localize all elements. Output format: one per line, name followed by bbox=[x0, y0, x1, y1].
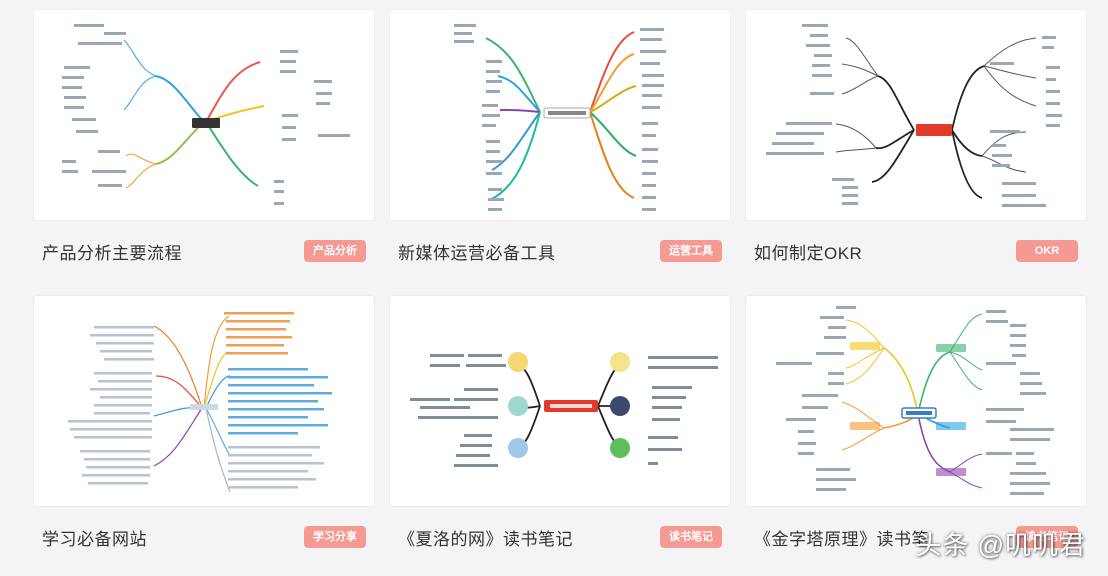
mindmap-thumbnail[interactable] bbox=[34, 10, 374, 220]
mindmap-thumbnail[interactable] bbox=[390, 10, 730, 220]
card-title[interactable]: 《金字塔原理》读书笔 bbox=[754, 530, 929, 549]
mindmap-image bbox=[766, 24, 1062, 207]
mindmap-thumbnail[interactable] bbox=[34, 296, 374, 506]
mindmap-image bbox=[62, 24, 350, 205]
mindmap-image bbox=[776, 306, 1054, 495]
card-title[interactable]: 如何制定OKR bbox=[754, 244, 863, 263]
mindmap-image bbox=[410, 352, 718, 467]
mindmap-image bbox=[68, 312, 332, 493]
mindmap-thumbnail[interactable] bbox=[746, 10, 1086, 220]
mindmap-image bbox=[454, 24, 666, 211]
mindmap-thumbnail[interactable] bbox=[746, 296, 1086, 506]
category-tag[interactable]: OKR bbox=[1016, 240, 1078, 262]
card-title[interactable]: 产品分析主要流程 bbox=[42, 244, 182, 263]
category-tag[interactable]: 读书笔记 bbox=[660, 526, 722, 548]
category-tag[interactable]: 运营工具 bbox=[660, 240, 722, 262]
category-tag[interactable]: 读书笔记 bbox=[1016, 526, 1078, 548]
watermark: 头条 @叽叽君 bbox=[915, 530, 1086, 560]
category-tag[interactable]: 产品分析 bbox=[304, 240, 366, 262]
mindmap-thumbnail[interactable] bbox=[390, 296, 730, 506]
card-title[interactable]: 学习必备网站 bbox=[42, 530, 147, 549]
card-title[interactable]: 新媒体运营必备工具 bbox=[398, 244, 556, 263]
card-title[interactable]: 《夏洛的网》读书笔记 bbox=[398, 530, 573, 549]
category-tag[interactable]: 学习分享 bbox=[304, 526, 366, 548]
